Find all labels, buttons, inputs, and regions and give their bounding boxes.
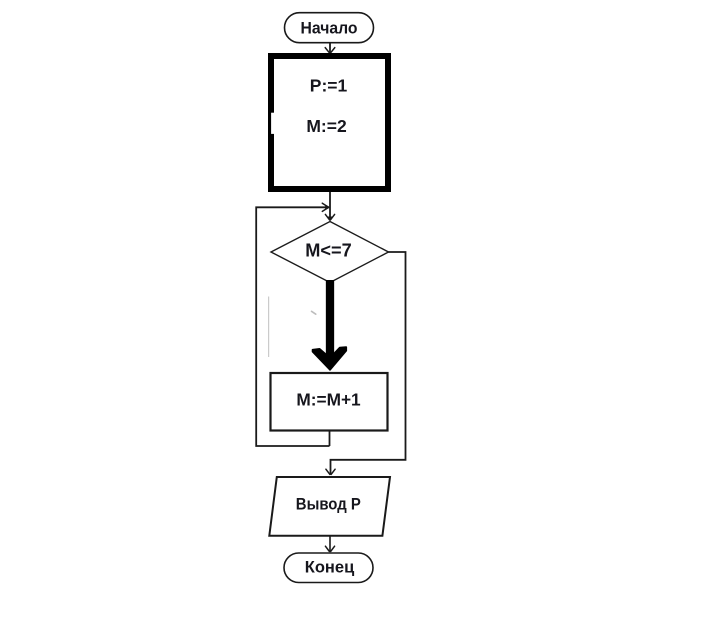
svg-text:Начало: Начало [301, 19, 358, 37]
svg-text:Конец: Конец [305, 558, 354, 576]
svg-text:P:=1: P:=1 [310, 76, 348, 96]
svg-text:M:=M+1: M:=M+1 [296, 390, 361, 410]
svg-text:M:=2: M:=2 [306, 116, 347, 136]
svg-text:Вывод P: Вывод P [296, 496, 361, 514]
svg-text:M<=7: M<=7 [305, 241, 352, 261]
